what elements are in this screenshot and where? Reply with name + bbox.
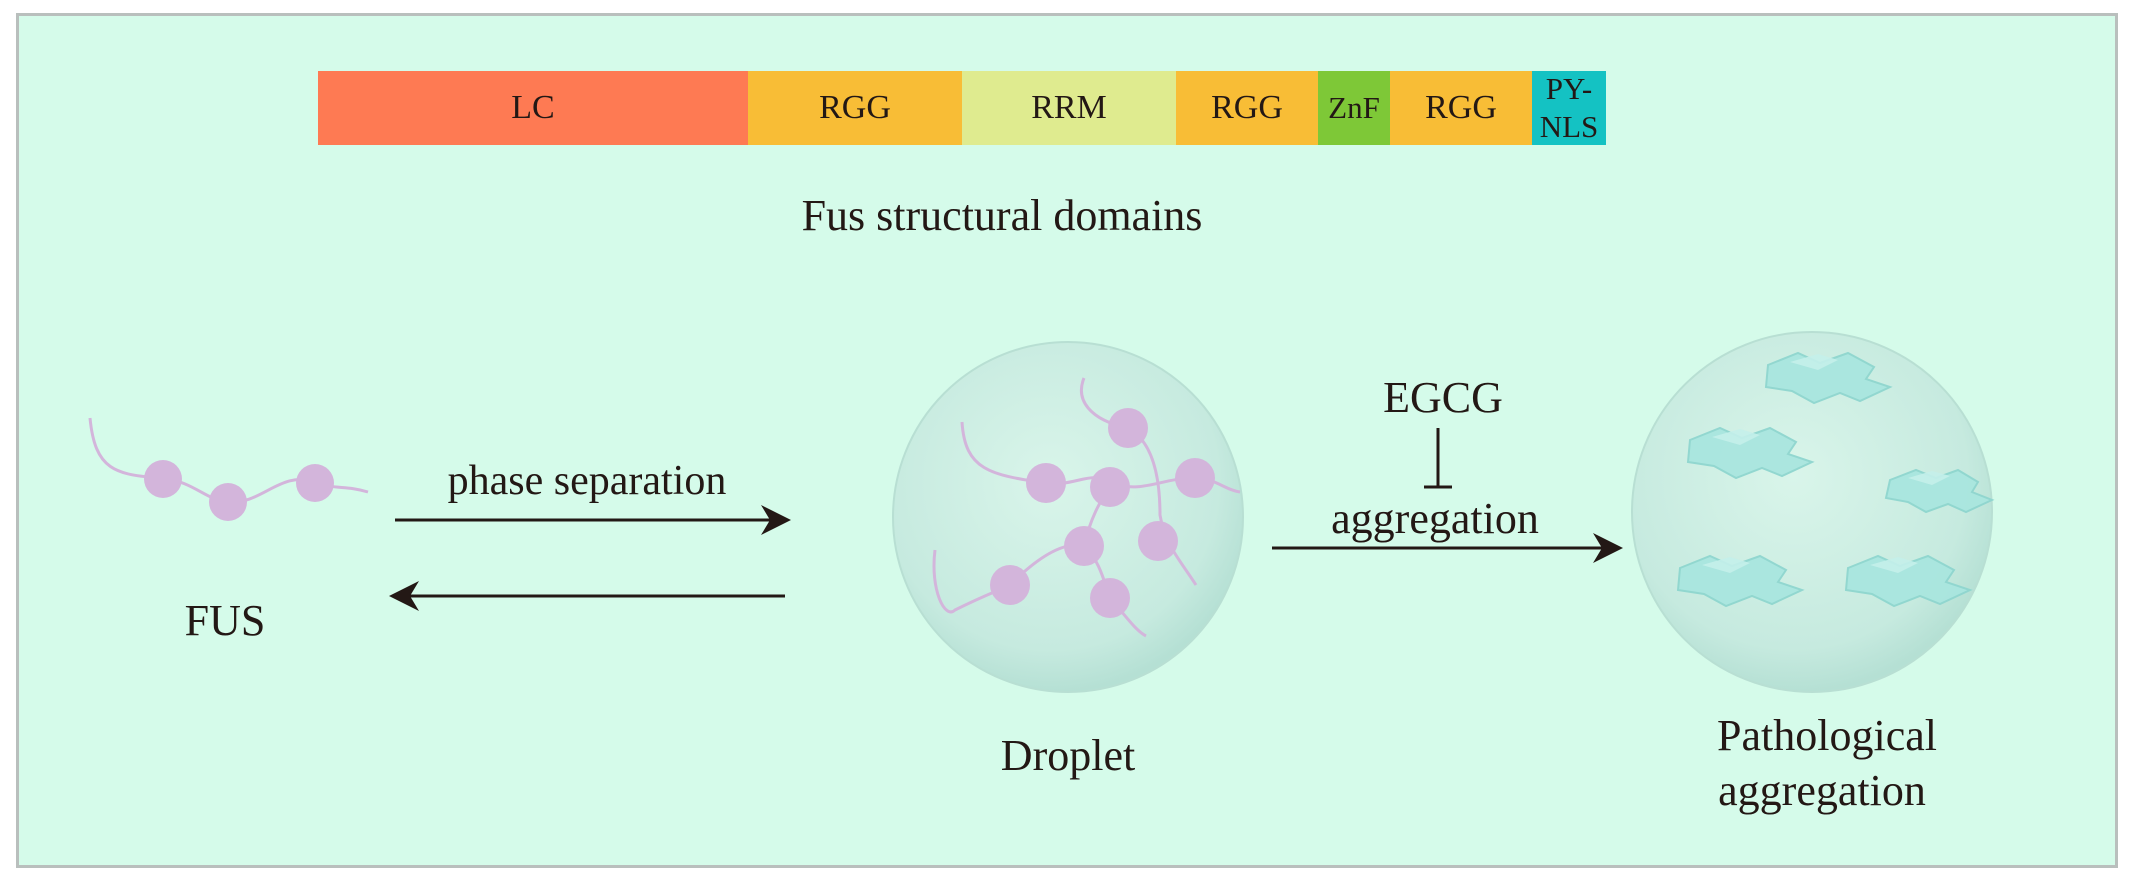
phase-separation-label: phase separation xyxy=(447,458,727,504)
fus-molecule xyxy=(88,417,369,521)
fus-label: FUS xyxy=(184,596,266,645)
droplet xyxy=(892,341,1244,693)
domain-caption: Fus structural domains xyxy=(801,191,1203,240)
fus-bead xyxy=(296,464,334,502)
domain-py-nls-line2: NLS xyxy=(1539,109,1599,144)
domain-rgg-2-label: RGG xyxy=(1211,89,1283,126)
fus-bead xyxy=(209,483,247,521)
domain-rrm: RRM xyxy=(962,71,1176,145)
pathological-label-line2: aggregation xyxy=(1718,766,1926,815)
domain-znf-label: ZnF xyxy=(1328,90,1380,125)
domain-lc-label: LC xyxy=(511,89,555,126)
aggregation-label: aggregation xyxy=(1331,494,1539,543)
aggregate-sphere xyxy=(1631,331,1995,693)
domain-rgg-3: RGG xyxy=(1390,71,1532,145)
domain-rgg-2: RGG xyxy=(1176,71,1318,145)
domain-rgg-1-label: RGG xyxy=(819,89,891,126)
fus-domain-bar: LC RGG RRM RGG ZnF RGG PY- NLS xyxy=(318,71,1606,145)
domain-rrm-label: RRM xyxy=(1031,89,1107,126)
domain-rgg-3-label: RGG xyxy=(1425,89,1497,126)
domain-py-nls-line1: PY- xyxy=(1545,71,1593,106)
egcg-label: EGCG xyxy=(1383,373,1503,422)
domain-znf: ZnF xyxy=(1318,71,1390,145)
fus-bead xyxy=(144,460,182,498)
domain-py-nls: PY- NLS xyxy=(1532,71,1606,145)
domain-lc: LC xyxy=(318,71,748,145)
pathological-label-line1: Pathological xyxy=(1717,711,1937,760)
droplet-label: Droplet xyxy=(1000,731,1136,780)
domain-rgg-1: RGG xyxy=(748,71,962,145)
